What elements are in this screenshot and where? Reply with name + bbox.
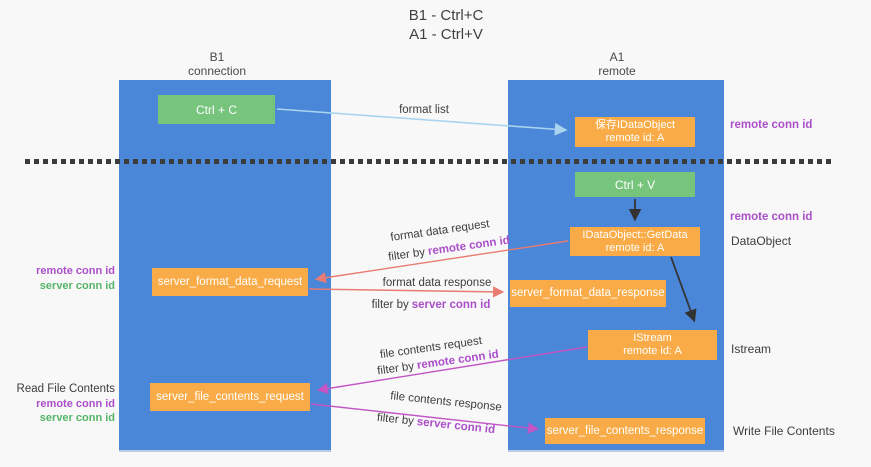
label-server-conn-id-left-2: server conn id bbox=[39, 412, 115, 424]
lane-b1-name: B1 bbox=[209, 50, 225, 64]
filter-by-text: filter by bbox=[376, 411, 415, 428]
label-server-conn-id-left-1: server conn id bbox=[39, 279, 115, 292]
remote-conn-id-text: remote conn id bbox=[427, 234, 511, 258]
server-conn-id-text: server conn id bbox=[416, 416, 496, 437]
left-conn-id-group-1: remote conn id server conn id bbox=[10, 264, 115, 293]
label-remote-conn-id-left-1: remote conn id bbox=[36, 265, 115, 277]
filter-by-text: filter by bbox=[371, 299, 409, 311]
node-server-file-contents-response-label: server_file_contents_response bbox=[546, 424, 704, 437]
title-line-1: B1 - Ctrl+C bbox=[408, 7, 484, 24]
node-istream: IStream remote id: A bbox=[588, 330, 717, 360]
node-server-format-data-request-label: server_format_data_request bbox=[157, 275, 303, 288]
filter-by-text: filter by bbox=[387, 246, 426, 264]
arrow-format-data-response bbox=[308, 286, 505, 298]
label-istream: Istream bbox=[731, 342, 772, 356]
node-ctrl-v-label: Ctrl + V bbox=[614, 177, 656, 192]
node-save-idataobject-line1: 保存IDataObject bbox=[594, 119, 676, 131]
label-read-file-contents: Read File Contents bbox=[16, 383, 115, 395]
session-divider-dashed-line bbox=[25, 159, 833, 164]
node-server-file-contents-request-label: server_file_contents_request bbox=[156, 390, 304, 403]
diagram-title: B1 - Ctrl+C A1 - Ctrl+V bbox=[409, 6, 484, 44]
label-remote-conn-id-top: remote conn id bbox=[730, 119, 813, 131]
caption-format-list: format list bbox=[399, 104, 449, 116]
node-ctrl-c-label: Ctrl + C bbox=[195, 102, 237, 117]
node-istream-line1: IStream bbox=[633, 332, 672, 344]
label-remote-conn-id-left-2: remote conn id bbox=[36, 397, 115, 410]
node-idataobject-getdata-line2: remote id: A bbox=[605, 241, 665, 254]
node-idataobject-getdata-line1: IDataObject::GetData bbox=[582, 228, 688, 241]
node-server-format-data-request: server_format_data_request bbox=[152, 268, 308, 296]
node-server-file-contents-response: server_file_contents_response bbox=[545, 418, 705, 444]
node-server-format-data-response-label: server_format_data_response bbox=[511, 287, 665, 299]
node-server-format-data-response: server_format_data_response bbox=[510, 280, 666, 307]
caption-format-data-response: format data response bbox=[382, 277, 492, 289]
lane-header-a1: A1 remote bbox=[598, 50, 635, 78]
title-line-2: A1 - Ctrl+V bbox=[409, 26, 483, 43]
node-ctrl-v: Ctrl + V bbox=[575, 172, 695, 197]
lane-b1-role: connection bbox=[187, 64, 247, 78]
node-ctrl-c: Ctrl + C bbox=[158, 95, 275, 124]
left-conn-id-group-2: Read File Contents remote conn id server… bbox=[10, 382, 115, 426]
node-server-file-contents-request: server_file_contents_request bbox=[150, 383, 310, 411]
node-save-idataobject-line2: remote id: A bbox=[605, 132, 665, 144]
node-idataobject-getdata: IDataObject::GetData remote id: A bbox=[570, 227, 700, 256]
filter-by-text: filter by bbox=[376, 360, 415, 378]
server-conn-id-text: server conn id bbox=[411, 299, 491, 311]
node-save-idataobject: 保存IDataObject remote id: A bbox=[575, 117, 695, 147]
caption-file-contents-response: file contents response bbox=[389, 390, 503, 414]
label-dataobject: DataObject bbox=[731, 234, 792, 248]
lane-a1-role: remote bbox=[598, 64, 636, 78]
lane-header-b1: B1 connection bbox=[188, 50, 246, 78]
label-remote-conn-id-middle: remote conn id bbox=[730, 211, 813, 223]
node-istream-line2: remote id: A bbox=[623, 345, 682, 357]
label-write-file-contents: Write File Contents bbox=[733, 424, 835, 438]
lane-a1-name: A1 bbox=[609, 50, 625, 64]
